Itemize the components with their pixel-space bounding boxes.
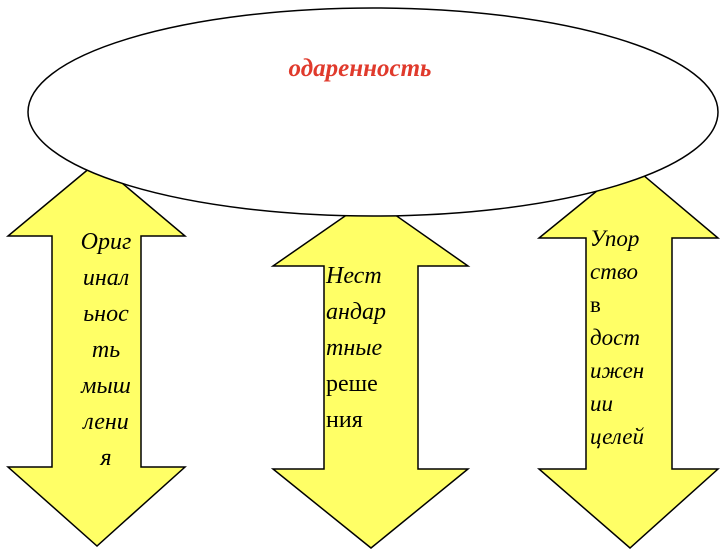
arrow-right-line: Упор (590, 226, 640, 251)
arrow-center-line: андар (326, 299, 387, 325)
arrow-right-line: ство (590, 259, 638, 284)
arrow-left-label: Ориг инал ьнос ть мыш лени я (58, 224, 154, 476)
arrow-right-line: ии (590, 391, 613, 416)
arrow-left-line: лени (83, 409, 129, 435)
arrow-left-line: мыш (81, 373, 131, 399)
arrow-left-line: ьнос (83, 301, 129, 327)
arrow-left-line: инал (82, 265, 130, 291)
arrow-left-line: ть (91, 337, 121, 363)
arrow-right-label: Упор ство в дост ижен ии целей (590, 222, 670, 453)
arrow-center-line: тные (326, 335, 383, 361)
arrow-right-line: целей (590, 424, 645, 449)
double-arrow-center (270, 197, 471, 549)
arrow-center-label: Нест андар тные реше ния (326, 258, 416, 438)
arrow-left-line: я (100, 445, 112, 471)
arrow-right-line: дост (590, 325, 640, 350)
arrow-center-line: Нест (326, 263, 382, 289)
arrow-left-line: Ориг (80, 229, 132, 255)
oval-label: одаренность (288, 55, 432, 82)
double-arrow-left (5, 161, 188, 548)
arrow-right-line: в (590, 292, 601, 317)
arrow-center-line: ния (326, 407, 363, 433)
double-arrow-right (536, 163, 721, 550)
arrow-right-line: ижен (590, 358, 645, 383)
oval-giftedness (27, 7, 719, 217)
arrow-center-line: реше (326, 371, 378, 397)
